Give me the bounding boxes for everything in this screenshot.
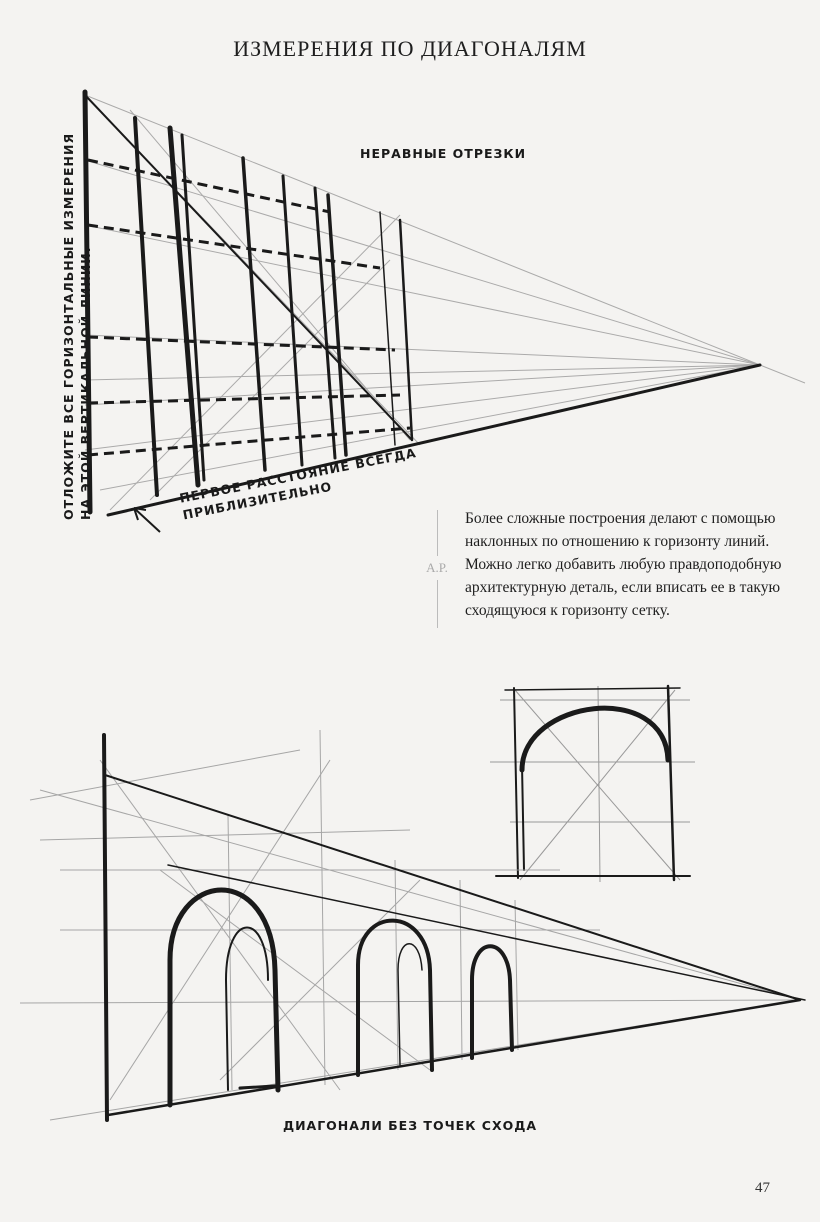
label-diagonals: ДИАГОНАЛИ БЕЗ ТОЧЕК СХОДА — [282, 1118, 538, 1133]
page-number: 47 — [755, 1180, 770, 1196]
page-title: ИЗМЕРЕНИЯ ПО ДИАГОНАЛЯМ — [233, 36, 587, 61]
label-unequal-segments: НЕРАВНЫЕ ОТРЕЗКИ — [360, 146, 527, 161]
author-initials: A.P. — [413, 556, 461, 580]
perspective-grid-sketch — [82, 89, 806, 533]
caption-text: Более сложные построения делают с помощь… — [465, 510, 782, 619]
